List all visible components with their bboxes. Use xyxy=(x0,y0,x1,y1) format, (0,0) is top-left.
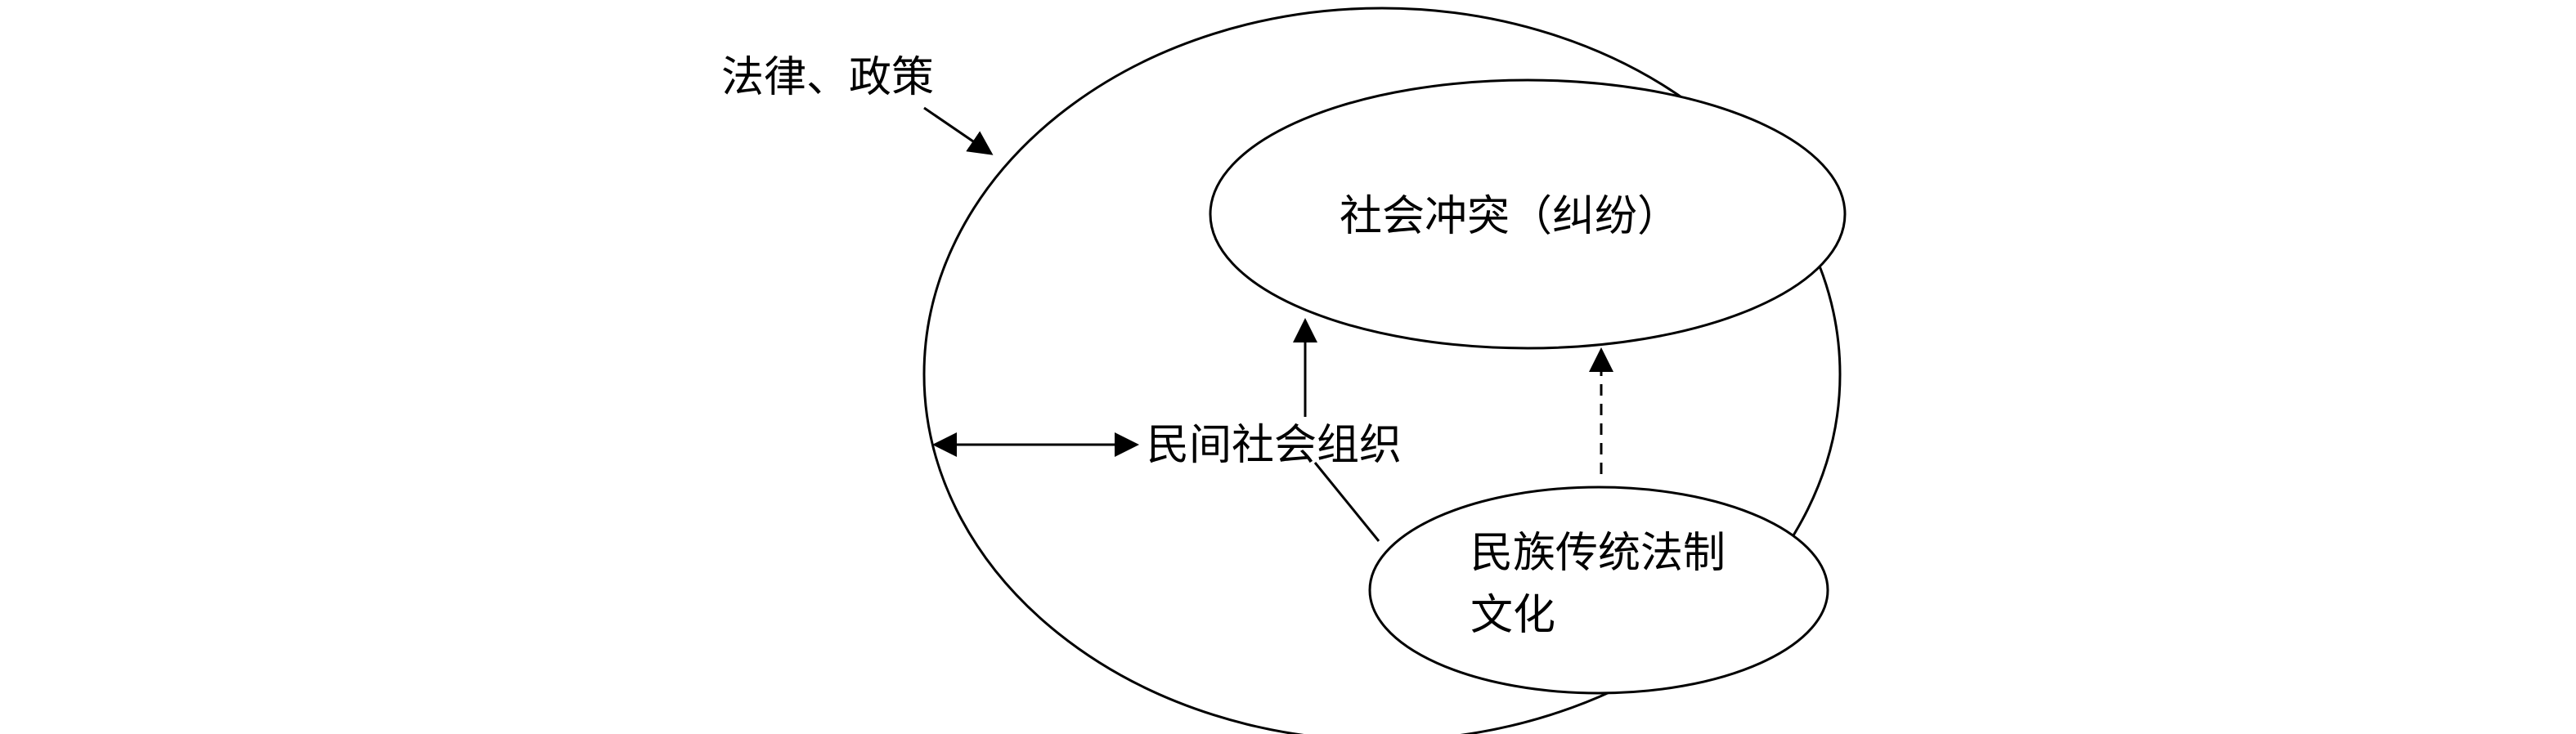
conflict-ellipse xyxy=(1209,78,1847,350)
policy-pointer-arrow xyxy=(923,106,994,155)
civil-org-label: 民间社会组织 xyxy=(1147,421,1402,470)
tradition-ellipse xyxy=(1368,486,1829,695)
tradition-label-line1: 民族传统法制 xyxy=(1470,529,1726,578)
civil-tradition-connector xyxy=(1313,462,1380,542)
tradition-label-line2: 文化 xyxy=(1470,591,1555,640)
conflict-label: 社会冲突（纠纷） xyxy=(1340,192,1680,241)
policy-label: 法律、政策 xyxy=(721,53,934,102)
